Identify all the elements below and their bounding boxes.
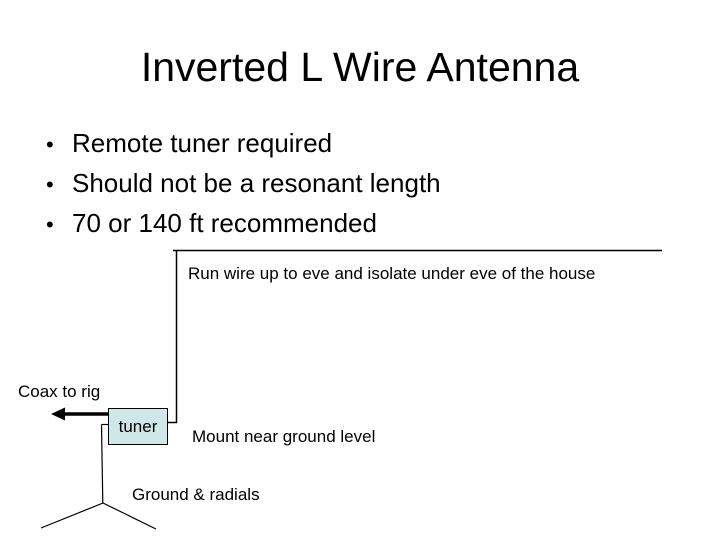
tuner-box-label: tuner [118, 416, 158, 436]
ground-radial-right-line [102, 502, 157, 530]
coax-to-rig-label: Coax to rig [18, 382, 101, 401]
bullet-item: • 70 or 140 ft recommended [46, 204, 441, 244]
ground-radial-left-line [40, 502, 104, 529]
bullet-item: • Remote tuner required [46, 124, 441, 164]
ground-radials-label: Ground & radials [132, 485, 260, 504]
bullet-marker: • [46, 212, 54, 237]
bullet-marker: • [46, 132, 54, 157]
bullet-item: • Should not be a resonant length [46, 164, 441, 204]
bullet-text: Remote tuner required [72, 128, 333, 158]
run-wire-label: Run wire up to eve and isolate under eve… [188, 264, 596, 283]
mount-level-label: Mount near ground level [192, 427, 376, 446]
tuner-box: tuner [108, 408, 168, 445]
page-title: Inverted L Wire Antenna [140, 44, 580, 90]
bullet-text: Should not be a resonant length [72, 168, 441, 198]
ground-wire-vertical-line [100, 424, 104, 504]
coax-arrowhead [51, 407, 65, 421]
bullet-text: 70 or 140 ft recommended [72, 208, 377, 238]
bullet-marker: • [46, 172, 54, 197]
bullet-list: • Remote tuner required • Should not be … [46, 124, 441, 244]
